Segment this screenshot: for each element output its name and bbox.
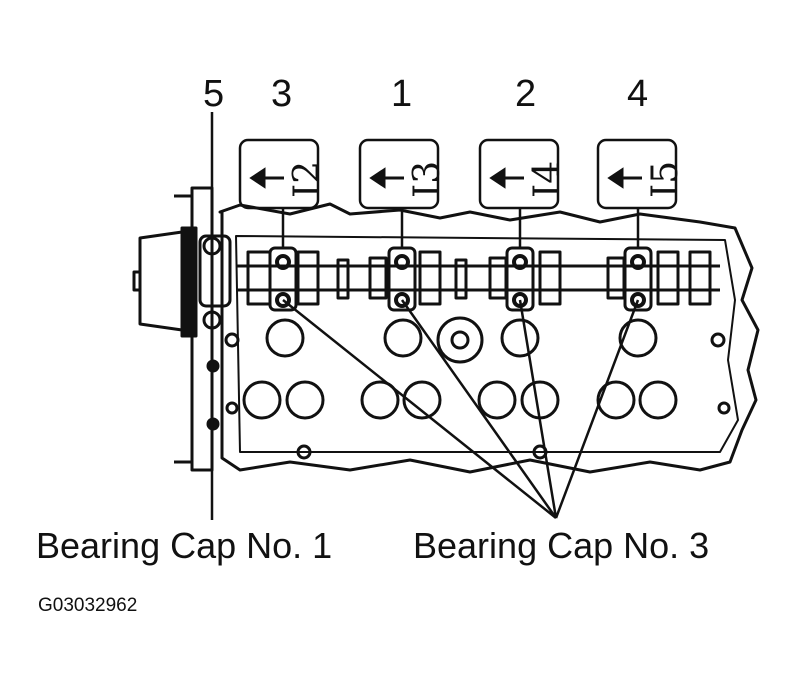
tag-i4-label: I4	[527, 160, 568, 198]
sequence-number-1: 1	[391, 73, 413, 115]
gear-hub	[138, 230, 184, 332]
arrow-i5	[607, 167, 642, 189]
tag-i3	[358, 138, 440, 248]
sequence-number-4: 4	[627, 73, 649, 115]
leader-cap-3	[282, 299, 640, 519]
tag-i5	[596, 138, 678, 248]
bearing-cap-i3	[387, 246, 417, 312]
spark-plug-tube	[265, 318, 305, 358]
tag-i4	[478, 138, 560, 248]
figure-id: G03032962	[38, 595, 138, 616]
sprocket-teeth	[180, 226, 198, 338]
arrow-i3	[369, 167, 404, 189]
arrow-i4	[489, 167, 524, 189]
tag-i2-label: I2	[287, 160, 328, 198]
tag-i5-label: I5	[645, 160, 686, 198]
sequence-number-3: 3	[271, 73, 293, 115]
center-boss	[436, 316, 484, 364]
sequence-number-2: 2	[515, 73, 537, 115]
camshaft	[236, 264, 720, 292]
cylinder-head-outline	[218, 202, 760, 474]
arrow-i2	[249, 167, 284, 189]
sequence-number-5: 5	[203, 73, 225, 115]
head-inner-contour	[235, 235, 739, 453]
bearing-cap-3-label: Bearing Cap No. 3	[413, 525, 710, 566]
port	[242, 380, 282, 420]
tag-i2	[238, 138, 320, 248]
bearing-cap-1-label: Bearing Cap No. 1	[36, 525, 333, 566]
tag-i3-label: I3	[407, 160, 448, 198]
